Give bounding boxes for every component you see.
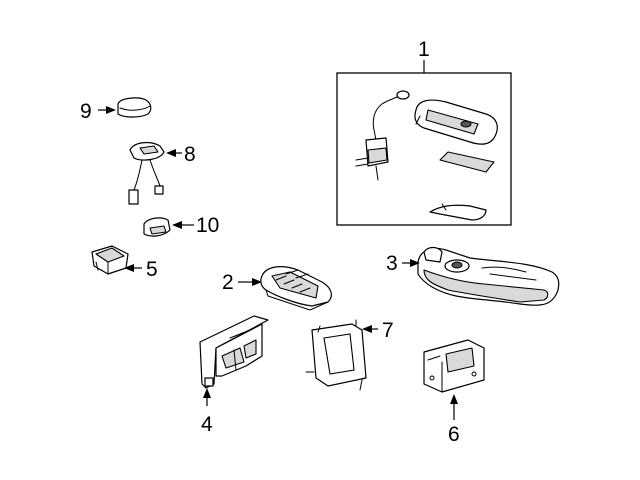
callout-10: 10 [196, 214, 219, 237]
leader-lines [98, 60, 458, 420]
clip [429, 204, 487, 221]
part-6-module-plate [423, 339, 485, 393]
part-8-antenna-harness [128, 141, 165, 205]
part-2-switch-panel [260, 266, 332, 311]
key-fob [414, 99, 498, 145]
part-1-kit [336, 72, 512, 226]
callout-3: 3 [386, 252, 398, 275]
callout-6: 6 [448, 423, 460, 446]
part-3-receiver-module [417, 246, 560, 306]
callout-labels: 1 2 3 4 5 6 7 8 9 10 [80, 38, 460, 446]
part-4-bracket [199, 315, 269, 389]
callout-1: 1 [418, 38, 430, 61]
callout-9: 9 [80, 100, 92, 123]
callout-2: 2 [222, 271, 234, 294]
callout-4: 4 [201, 413, 213, 436]
callout-5: 5 [146, 258, 158, 281]
callout-8: 8 [184, 143, 196, 166]
part-10-cover [143, 217, 171, 237]
card [439, 151, 495, 173]
part-5-switch [91, 245, 129, 275]
part-1-frame [336, 72, 512, 226]
part-7-mounting-frame [305, 319, 367, 391]
callout-7: 7 [382, 319, 394, 342]
part-9-cap [117, 97, 152, 118]
charger-plug [355, 90, 410, 181]
